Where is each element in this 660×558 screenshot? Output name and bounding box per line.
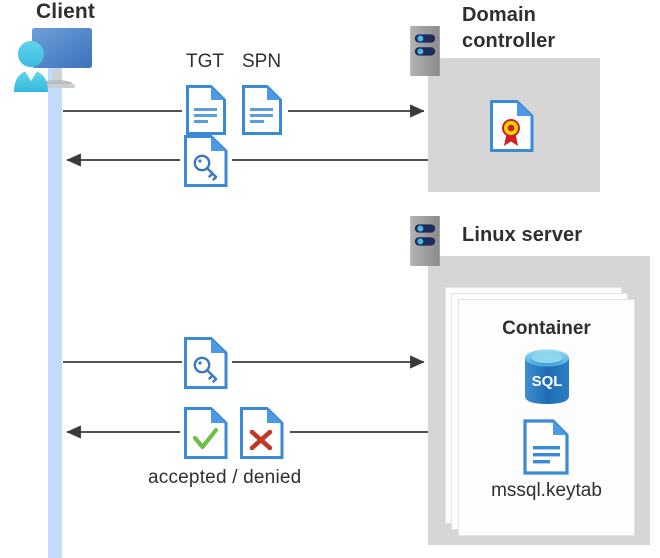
domain-controller-server-rack-icon bbox=[410, 26, 442, 80]
tgt-label: TGT bbox=[186, 51, 224, 72]
client-lifeline bbox=[48, 62, 62, 558]
certificate-document-icon bbox=[489, 99, 535, 153]
client-workstation-icon bbox=[8, 24, 100, 96]
linux-server-rack-icon bbox=[410, 216, 442, 270]
keytab-filename-label: mssql.keytab bbox=[491, 480, 602, 501]
domain-controller-title-line1: Domain bbox=[462, 4, 536, 26]
container-card-front[interactable]: Container SQL bbox=[458, 299, 635, 536]
container-title: Container bbox=[502, 318, 591, 339]
spn-document-icon bbox=[241, 84, 283, 136]
service-ticket-key-document-icon bbox=[183, 134, 229, 188]
domain-controller-title: Domain controller bbox=[462, 2, 622, 54]
spn-label: SPN bbox=[242, 51, 282, 72]
client-title: Client bbox=[36, 0, 95, 23]
linux-server-title: Linux server bbox=[462, 224, 583, 246]
accepted-denied-label: accepted / denied bbox=[148, 467, 302, 488]
svg-text:SQL: SQL bbox=[532, 373, 563, 390]
accepted-document-icon bbox=[183, 406, 229, 460]
presented-ticket-key-document-icon bbox=[183, 336, 229, 390]
tgt-document-icon bbox=[185, 84, 227, 136]
domain-controller-title-line2: controller bbox=[462, 30, 556, 52]
denied-document-icon bbox=[239, 406, 285, 460]
sql-database-icon: SQL bbox=[517, 346, 577, 408]
keytab-document-icon bbox=[522, 418, 572, 476]
